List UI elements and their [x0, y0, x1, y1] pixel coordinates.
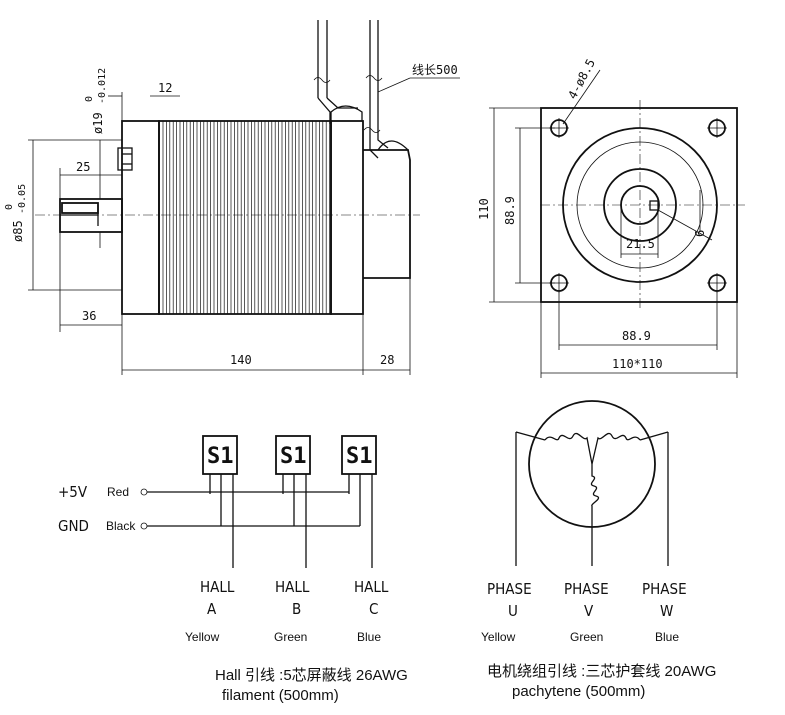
dim-flange-dia: ø85 — [11, 220, 25, 242]
phase-caption-2: pachytene (500mm) — [512, 683, 645, 700]
hall-wiring: S1 S1 S1 +5V GND Red Black HALL HALL HAL… — [58, 435, 408, 704]
phase-w-word: PHASE — [642, 580, 687, 598]
phase-v: V — [584, 602, 594, 620]
gnd-label: GND — [58, 517, 89, 535]
front-view: 4-ø8.5 110 88.9 21.5 6 88.9 — [477, 57, 745, 378]
dim-12: 12 — [158, 81, 172, 95]
hall-color-c: Blue — [357, 630, 381, 644]
dim-shaft-dia-sub: -0.012 — [97, 68, 108, 104]
phase-color-u: Yellow — [481, 630, 516, 644]
front-flange — [121, 120, 160, 315]
dim-wire-length: 线长500 — [412, 63, 458, 77]
dim-36: 36 — [82, 309, 96, 323]
hall-color-a: Yellow — [185, 630, 220, 644]
hall-c-word: HALL — [354, 578, 389, 596]
hall-channel-c: C — [369, 600, 378, 618]
dim-140: 140 — [230, 353, 252, 367]
hall-sensor-c-label: S1 — [346, 444, 373, 469]
coil-w — [591, 432, 641, 465]
phase-wiring: PHASE PHASE PHASE U V W Yellow Green Blu… — [481, 400, 716, 700]
dim-110x110: 110*110 — [612, 357, 663, 371]
dim-25: 25 — [76, 160, 90, 174]
hall-sensor-a — [202, 435, 238, 475]
phase-u: U — [508, 602, 518, 620]
coil-v — [590, 464, 600, 520]
side-view: 线长500 12 ø19 0 -0.012 25 ø85 0 -0.05 — [4, 20, 460, 375]
mount-screw — [117, 147, 133, 171]
lead-wires — [313, 20, 389, 159]
dim-889-vertical: 88.9 — [503, 196, 517, 225]
dim-shaft-dia: ø19 — [91, 112, 105, 134]
hall-channel-b: B — [292, 600, 301, 618]
phase-color-w: Blue — [655, 630, 679, 644]
hall-sensor-b — [275, 435, 311, 475]
phase-color-v: Green — [570, 630, 603, 644]
hall-sensor-c — [341, 435, 377, 475]
dim-889-horizontal: 88.9 — [622, 329, 651, 343]
hall-pins — [209, 474, 373, 568]
dim-6: 6 — [693, 230, 707, 237]
hall-a-word: HALL — [200, 578, 235, 596]
phase-caption-1: 电机绕组引线 :三芯护套线 20AWG — [487, 663, 716, 680]
rear-housing — [330, 120, 364, 315]
shaft-key — [61, 202, 99, 214]
hall-caption-2: filament (500mm) — [222, 687, 339, 704]
hall-color-b: Green — [274, 630, 307, 644]
dim-28: 28 — [380, 353, 394, 367]
hall-sensor-b-label: S1 — [280, 444, 307, 469]
vcc-label: +5V — [58, 483, 88, 501]
hall-b-word: HALL — [275, 578, 310, 596]
key-slot — [649, 200, 659, 211]
dim-shaft-dia-sup: 0 — [84, 96, 95, 102]
phase-u-word: PHASE — [487, 580, 532, 598]
dim-flange-dia-sup: 0 — [4, 204, 15, 210]
hall-channel-a: A — [207, 600, 217, 618]
coil-u — [544, 432, 593, 465]
dim-110-vertical: 110 — [477, 198, 491, 220]
hall-caption-1: Hall 引线 :5芯屏蔽线 26AWG — [215, 667, 408, 684]
dim-21-5: 21.5 — [626, 237, 655, 251]
hall-sensor-a-label: S1 — [207, 444, 234, 469]
black-wire-label: Black — [106, 519, 136, 533]
hall-cap — [363, 149, 411, 279]
phase-v-word: PHASE — [564, 580, 609, 598]
red-wire-label: Red — [107, 485, 129, 499]
dim-hole-pattern: 4-ø8.5 — [565, 57, 598, 102]
dim-flange-dia-sub: -0.05 — [17, 184, 28, 214]
phase-w: W — [660, 602, 673, 620]
cooling-fins — [162, 121, 330, 314]
motor-body — [158, 120, 332, 315]
